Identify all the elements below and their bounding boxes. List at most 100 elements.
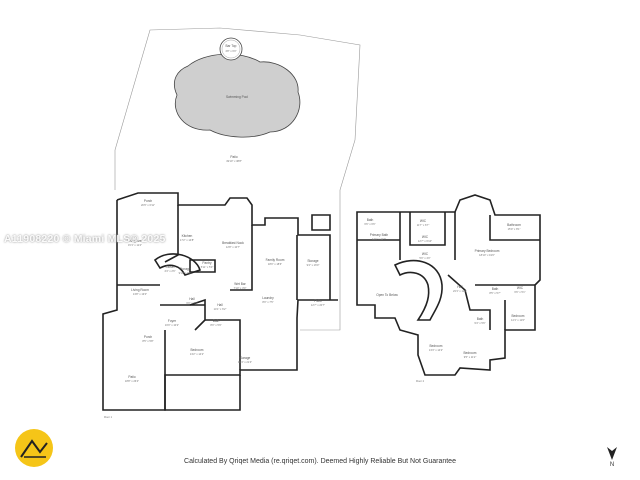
svg-text:Bedroom: Bedroom (464, 351, 477, 355)
svg-text:Dining Area: Dining Area (127, 239, 144, 243)
svg-text:Bath: Bath (492, 287, 499, 291)
svg-text:12'7" x 6'10": 12'7" x 6'10" (418, 239, 432, 243)
floor1-walls (102, 192, 338, 411)
svg-text:Storage: Storage (179, 267, 190, 271)
svg-text:WIC: WIC (422, 235, 429, 239)
svg-text:Bedroom: Bedroom (430, 344, 443, 348)
svg-text:Hall: Hall (457, 285, 463, 289)
svg-text:13'3" x 14'2": 13'3" x 14'2" (429, 348, 443, 352)
svg-text:Closet: Closet (165, 265, 174, 269)
svg-text:WIC: WIC (420, 219, 427, 223)
svg-text:Bathroom: Bathroom (507, 223, 521, 227)
svg-text:18'8" x 26'4": 18'8" x 26'4" (125, 379, 139, 383)
svg-text:Bedroom: Bedroom (512, 314, 525, 318)
svg-text:Breakfast Nook: Breakfast Nook (222, 241, 244, 245)
svg-text:Bath: Bath (477, 317, 484, 321)
site-boundary (114, 27, 361, 331)
patio-dim: 49'10" x 38'8" (226, 159, 242, 163)
bar-top-label: Bar Top (226, 44, 237, 48)
svg-text:Primary Bedroom: Primary Bedroom (475, 249, 500, 253)
svg-text:Living Room: Living Room (131, 288, 149, 292)
svg-text:12'8" x 10'7": 12'8" x 10'7" (226, 245, 240, 249)
svg-text:13'8" x 13'0": 13'8" x 13'0" (133, 292, 147, 296)
svg-text:8'5" x 5'8": 8'5" x 5'8" (142, 339, 153, 343)
svg-text:Storage: Storage (307, 259, 318, 263)
svg-text:6'0" x 6'0": 6'0" x 6'0" (186, 301, 197, 305)
svg-text:18'10" x 19'0": 18'10" x 19'0" (479, 253, 495, 257)
svg-text:Primary Bath: Primary Bath (370, 233, 389, 237)
svg-text:13'2" x 14'2": 13'2" x 14'2" (190, 352, 204, 356)
svg-text:16'0" x 10'2": 16'0" x 10'2" (165, 323, 179, 327)
svg-text:8'5" x 5'7": 8'5" x 5'7" (489, 291, 500, 295)
bar-top-dim: 4'8" x 6'0" (225, 49, 236, 53)
svg-text:Pantry: Pantry (202, 261, 212, 265)
svg-text:20'6" x 6'11": 20'6" x 6'11" (141, 203, 155, 207)
f2-room-7: Open To Below (376, 293, 398, 297)
svg-text:15'9" x 8'1": 15'9" x 8'1" (508, 227, 521, 231)
svg-text:9'4" x 5'6": 9'4" x 5'6" (474, 321, 485, 325)
svg-text:Porch: Porch (144, 199, 153, 203)
floor2-walls (356, 194, 541, 376)
svg-text:Laundry: Laundry (262, 296, 274, 300)
svg-text:Hall: Hall (217, 303, 223, 307)
svg-text:8'0" x 7'5": 8'0" x 7'5" (262, 300, 273, 304)
svg-text:6'6" x 5'1": 6'6" x 5'1" (514, 290, 525, 294)
svg-text:11'7" x 6'7": 11'7" x 6'7" (417, 223, 430, 227)
floor1-label: Floor 1 (104, 415, 113, 419)
north-arrow-icon (607, 447, 617, 460)
svg-text:5'0" x 4'0": 5'0" x 4'0" (419, 256, 430, 260)
north-arrow: N (605, 445, 619, 471)
floor2-label: Floor 2 (416, 379, 425, 383)
svg-text:23'1" x 11'6": 23'1" x 11'6" (453, 289, 467, 293)
svg-text:Bedroom: Bedroom (191, 348, 204, 352)
svg-text:9'4" x 16'0": 9'4" x 16'0" (307, 263, 320, 267)
svg-text:Patio: Patio (128, 375, 135, 379)
svg-text:Garage: Garage (240, 356, 251, 360)
pool-label: Swimming Pool (226, 95, 248, 99)
svg-text:17'2" x 14'8": 17'2" x 14'8" (180, 238, 194, 242)
svg-text:Patio: Patio (314, 299, 321, 303)
svg-text:6'6" x 6'6": 6'6" x 6'6" (364, 222, 375, 226)
footer-disclaimer: Calculated By Qriqet Media (re.qriqet.co… (184, 458, 456, 465)
north-label: N (609, 462, 615, 468)
svg-text:Kitchen: Kitchen (182, 234, 193, 238)
svg-text:7'10" x 3'0": 7'10" x 3'0" (234, 286, 247, 290)
svg-text:Porch: Porch (144, 335, 153, 339)
svg-text:15'1" x 11'4": 15'1" x 11'4" (128, 243, 142, 247)
svg-text:Hall: Hall (189, 297, 195, 301)
svg-text:9'5" x 11'2": 9'5" x 11'2" (464, 355, 477, 359)
svg-text:Open To Below: Open To Below (376, 293, 398, 297)
svg-text:18'0" x 18'6": 18'0" x 18'6" (268, 262, 282, 266)
swimming-pool (173, 37, 301, 138)
